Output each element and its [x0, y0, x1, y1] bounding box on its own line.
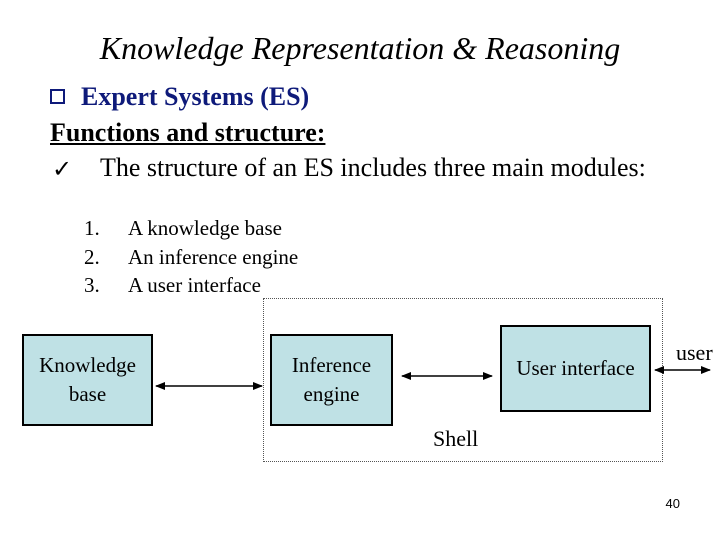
user-label: user — [676, 340, 713, 365]
list-item: A knowledge base — [128, 216, 282, 240]
inference-engine-box: Inference engine — [270, 334, 393, 426]
section-label: Expert Systems (ES) — [81, 82, 310, 111]
list-item-number: 1. — [84, 216, 100, 240]
square-bullet-icon — [50, 89, 65, 104]
shell-label: Shell — [433, 426, 479, 451]
inference-engine-label: engine — [303, 382, 360, 406]
page-number: 40 — [665, 496, 680, 511]
list-item-number: 3. — [84, 273, 100, 297]
check-icon: ✓ — [52, 155, 73, 183]
user-interface-label: User interface — [516, 356, 635, 380]
list-item: A user interface — [128, 273, 261, 297]
knowledge-base-label: base — [68, 382, 107, 406]
user-interface-box: User interface — [500, 325, 651, 412]
functions-heading: Functions and structure: — [50, 118, 326, 147]
knowledge-base-box: Knowledge base — [22, 334, 153, 426]
list-item: An inference engine — [128, 245, 299, 269]
inference-engine-label: Inference — [291, 353, 372, 377]
shell-region — [263, 298, 663, 462]
bullet-text: The structure of an ES includes three ma… — [100, 153, 646, 182]
list-item-number: 2. — [84, 245, 100, 269]
knowledge-base-label: Knowledge — [39, 353, 136, 377]
slide-title: Knowledge Representation & Reasoning — [99, 30, 621, 66]
section-heading: Expert Systems (ES) — [50, 82, 309, 112]
